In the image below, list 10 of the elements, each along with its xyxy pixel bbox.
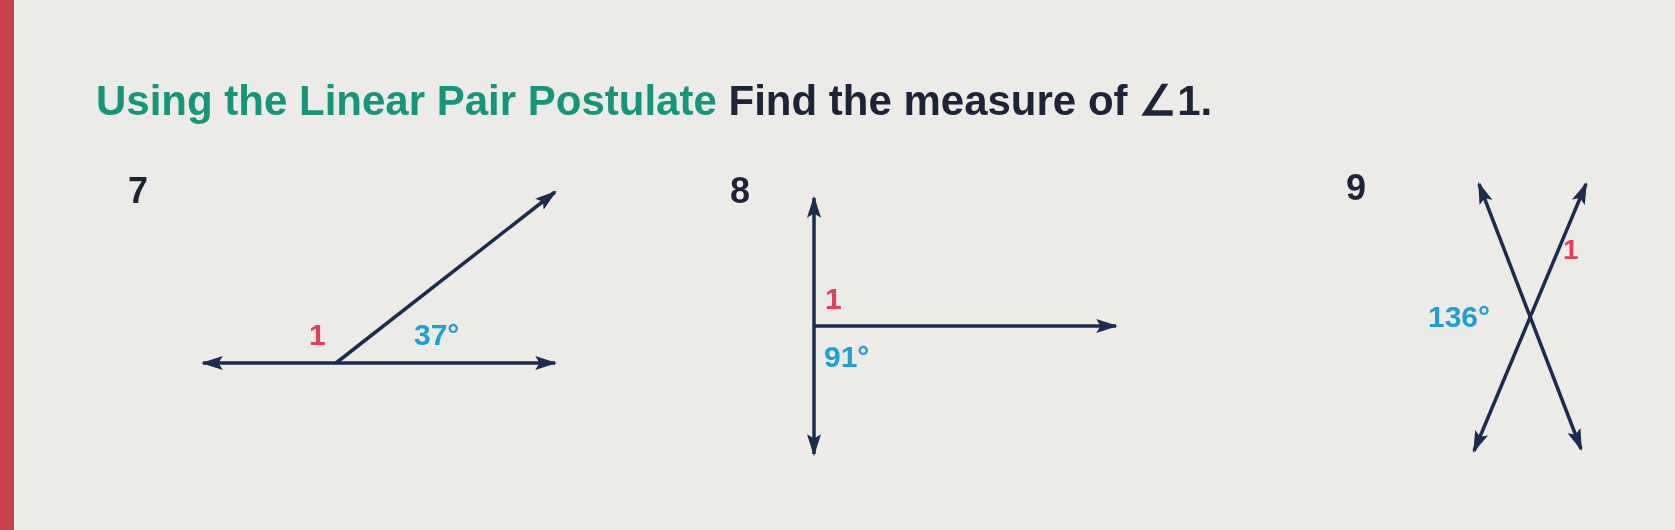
angle-label: 1 (309, 320, 326, 350)
angle-label: 1 (1563, 236, 1579, 264)
angle-measure: 91° (824, 342, 870, 372)
angle-measure: 37° (414, 320, 460, 350)
angle-label: 1 (825, 284, 842, 314)
heading: Using the Linear Pair Postulate Find the measure of ∠1. (96, 80, 1213, 122)
problem-number: 9 (1346, 170, 1367, 206)
problem-number: 7 (128, 173, 149, 209)
problem-number: 8 (730, 173, 751, 209)
angle-measure: 136° (1428, 302, 1491, 332)
